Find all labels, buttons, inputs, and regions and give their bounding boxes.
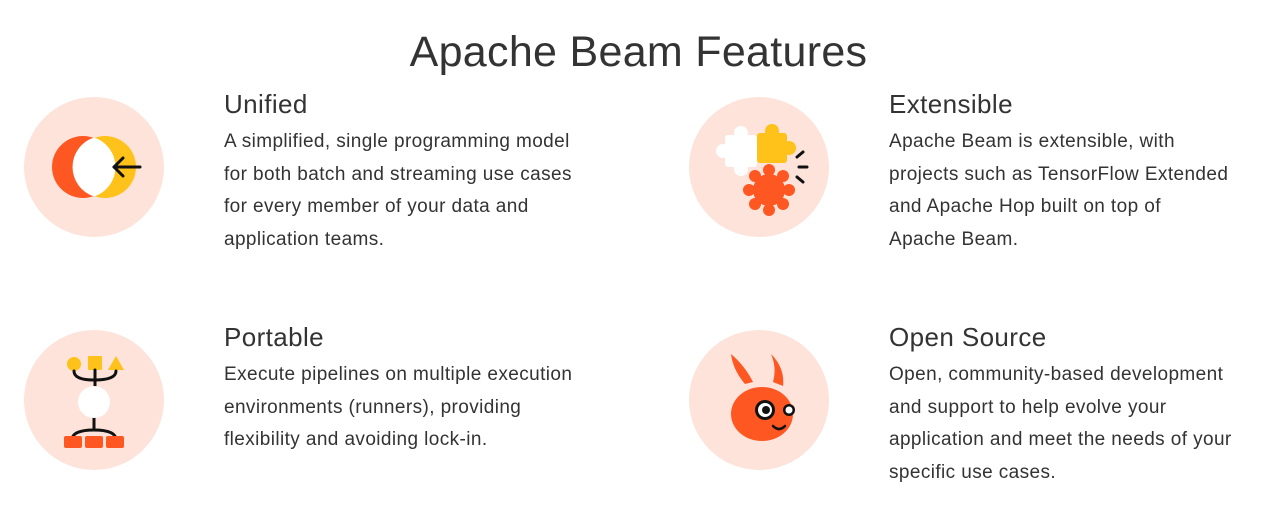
- unified-icon: [24, 97, 164, 237]
- page-title: Apache Beam Features: [409, 27, 868, 76]
- puzzle-icon: [689, 97, 829, 237]
- feature-title: Extensible: [889, 89, 1013, 119]
- feature-title: Unified: [224, 89, 308, 119]
- feature-description: Open, community-based development and su…: [889, 364, 1232, 483]
- pipeline-icon: [24, 330, 164, 470]
- feature-title: Open Source: [889, 322, 1047, 352]
- feature-description: Execute pipelines on multiple execution …: [224, 364, 573, 451]
- feature-unified: Unified A simplified, single programming…: [24, 89, 624, 277]
- feature-description: Apache Beam is extensible, with projects…: [889, 131, 1229, 250]
- beam-mascot-icon: [689, 330, 829, 470]
- feature-description: A simplified, single programming model f…: [224, 131, 572, 250]
- feature-extensible: Extensible Apache Beam is extensible, wi…: [689, 89, 1277, 277]
- feature-portable: Portable Execute pipelines on multiple e…: [24, 322, 624, 510]
- feature-open-source: Open Source Open, community-based develo…: [689, 322, 1277, 510]
- feature-title: Portable: [224, 322, 325, 352]
